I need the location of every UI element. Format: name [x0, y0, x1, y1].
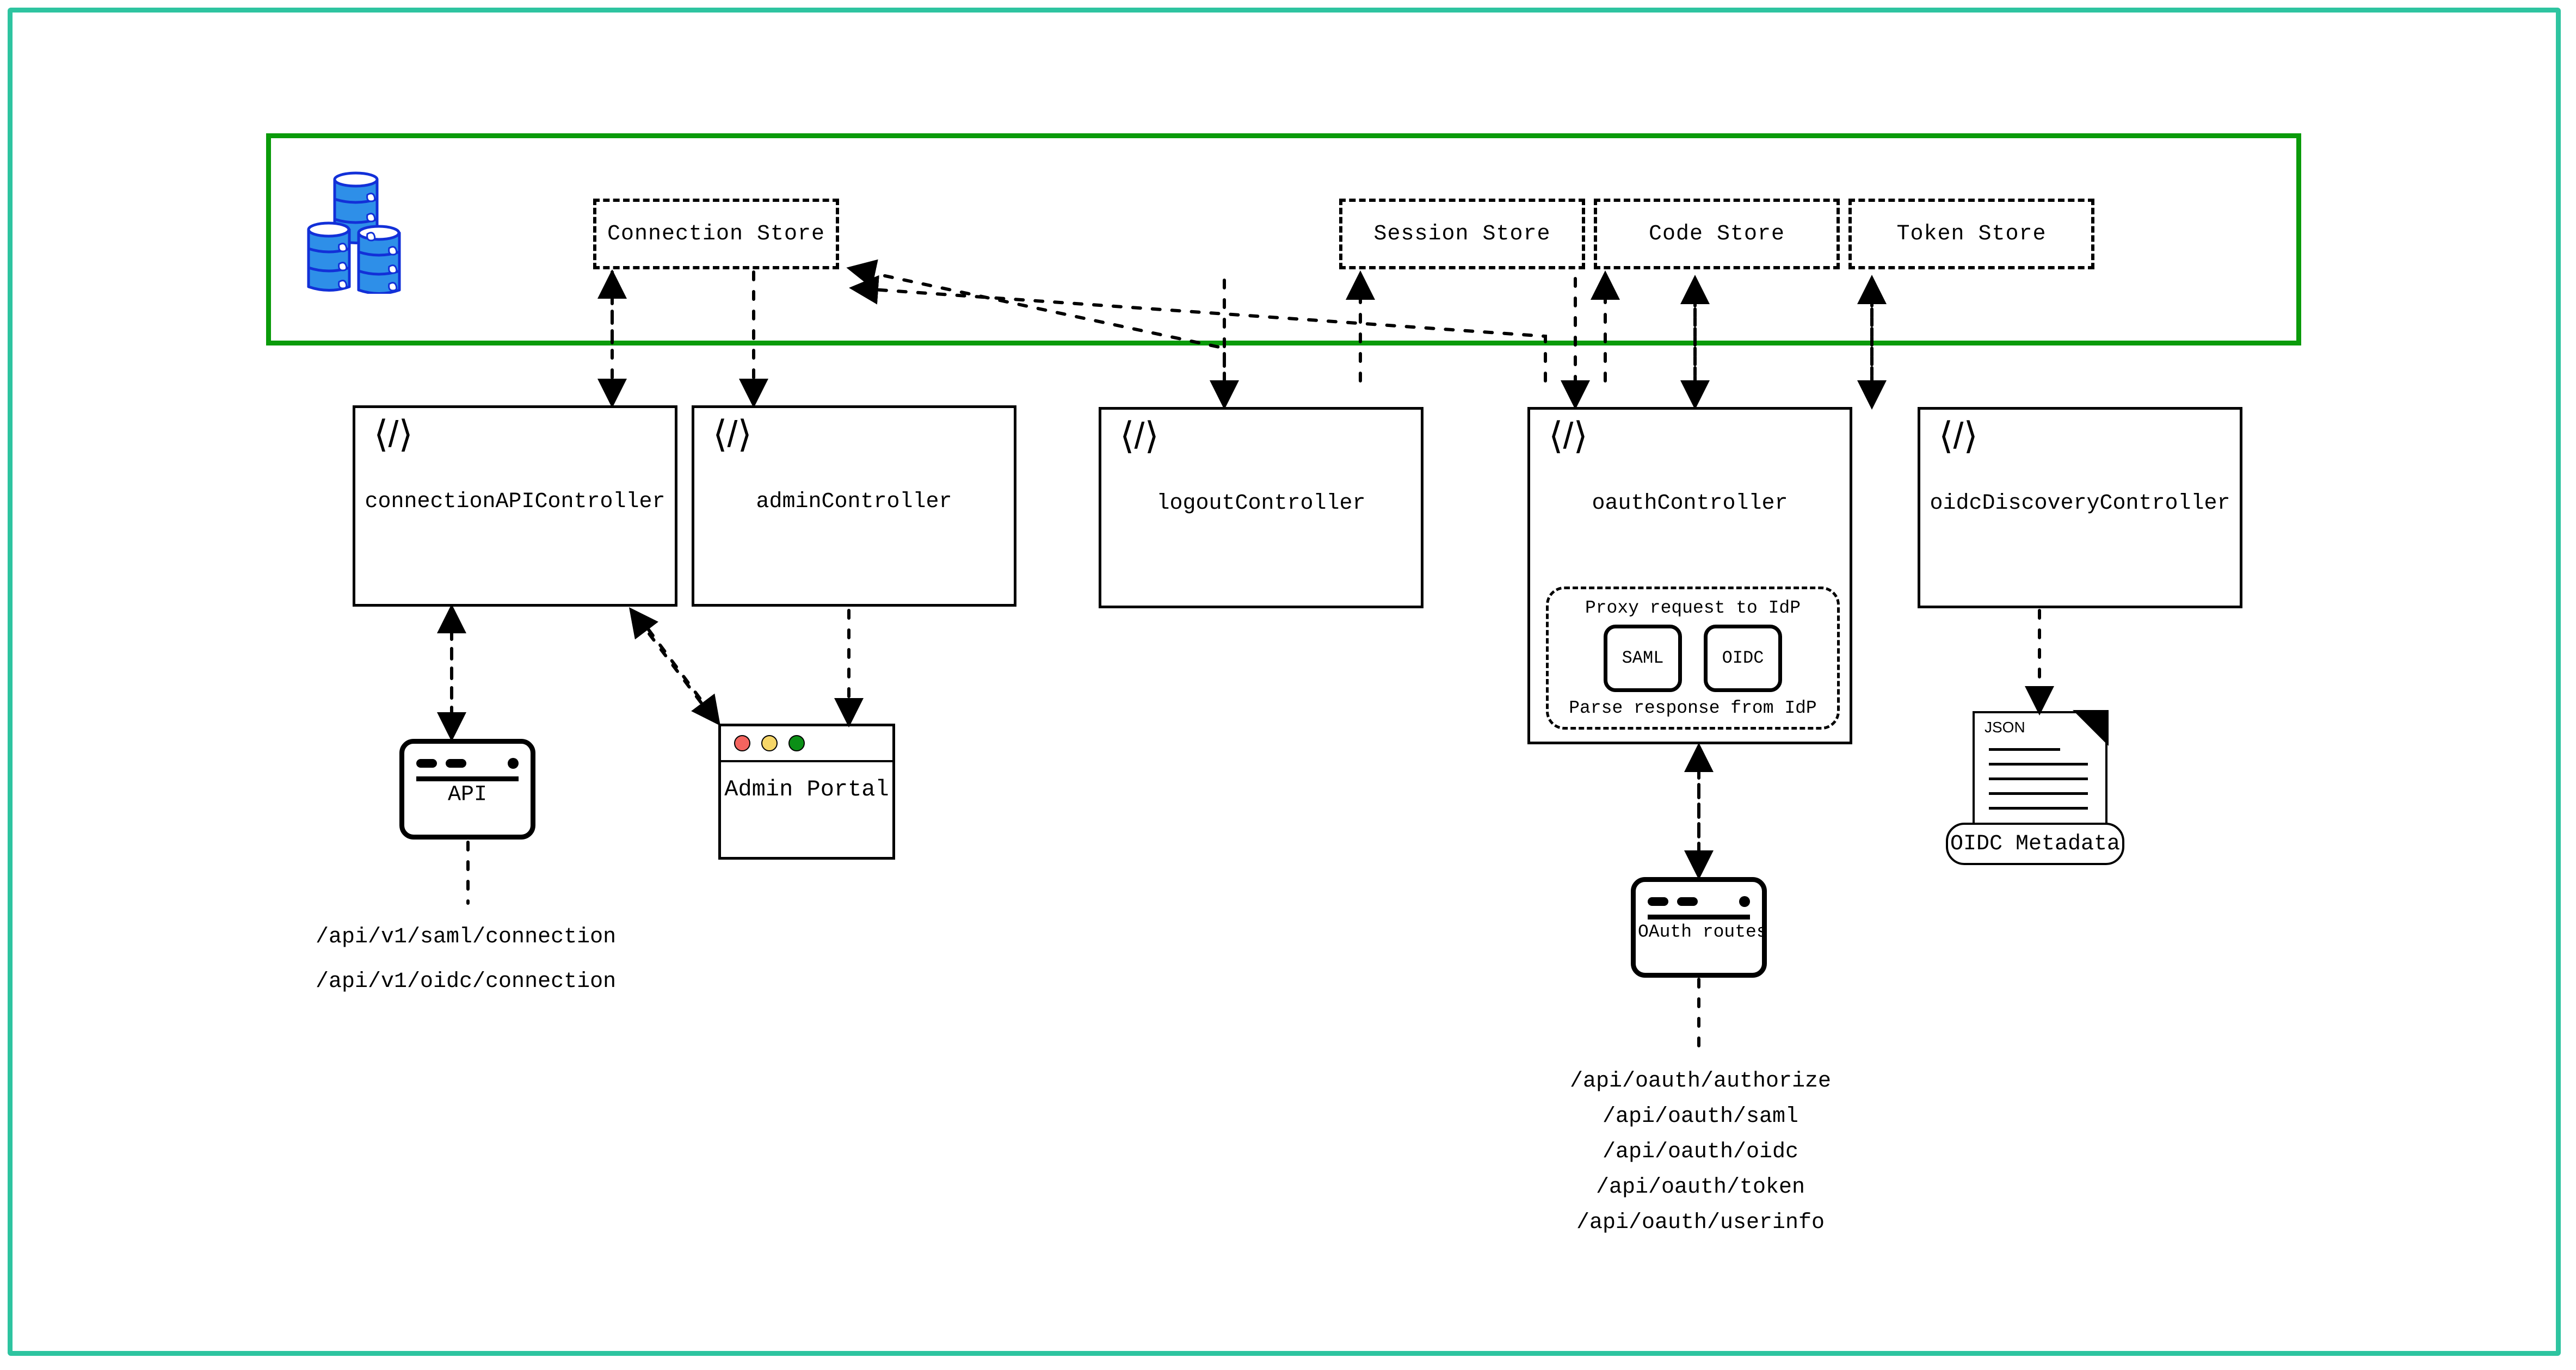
route-item: /api/oauth/userinfo: [1576, 1211, 1825, 1235]
json-file-type-label: JSON: [1985, 719, 2025, 736]
session-store[interactable]: Session Store: [1339, 199, 1585, 269]
controller-connection-api[interactable]: ⟨/⟩ connectionAPIController: [353, 405, 677, 607]
mac-window-icon: [721, 726, 892, 762]
api-window-label: API: [447, 782, 487, 807]
route-item: /api/oauth/saml: [1602, 1104, 1799, 1129]
connection-store[interactable]: Connection Store: [593, 199, 839, 269]
code-tags-icon: ⟨/⟩: [1549, 415, 1588, 456]
protocol-saml-label: SAML: [1622, 648, 1664, 668]
controller-connection-api-label: connectionAPIController: [365, 490, 665, 514]
session-store-label: Session Store: [1373, 221, 1551, 246]
document-text-lines: [1989, 748, 2088, 822]
route-item: /api/v1/oidc/connection: [316, 970, 617, 994]
connection-store-label: Connection Store: [607, 221, 825, 246]
protocol-oidc-button[interactable]: OIDC: [1704, 624, 1782, 692]
code-store-label: Code Store: [1648, 221, 1785, 246]
code-tags-icon: ⟨/⟩: [1120, 415, 1159, 456]
admin-portal-label: Admin Portal: [724, 776, 889, 803]
code-tags-icon: ⟨/⟩: [374, 414, 413, 455]
protocol-oidc-label: OIDC: [1722, 648, 1764, 668]
page-fold-corner: [2073, 710, 2109, 746]
traffic-light-close: [734, 735, 750, 751]
route-item: /api/v1/saml/connection: [316, 925, 617, 949]
idp-protocol-row: SAML OIDC: [1604, 624, 1782, 692]
browser-window-icon: [416, 755, 519, 776]
admin-portal-window[interactable]: Admin Portal: [718, 724, 895, 860]
code-tags-icon: ⟨/⟩: [713, 414, 752, 455]
traffic-light-maximize: [788, 735, 805, 751]
oauth-route-list: /api/oauth/authorize /api/oauth/saml /ap…: [1513, 1064, 1888, 1241]
controller-admin[interactable]: ⟨/⟩ adminController: [692, 405, 1016, 607]
route-item: /api/oauth/oidc: [1602, 1140, 1799, 1164]
idp-proxy-top-caption: Proxy request to IdP: [1585, 598, 1801, 618]
idp-proxy-block: Proxy request to IdP SAML OIDC Parse res…: [1546, 587, 1840, 730]
controller-oauth-label: oauthController: [1592, 491, 1788, 516]
controller-logout[interactable]: ⟨/⟩ logoutController: [1099, 407, 1423, 608]
controller-oauth[interactable]: ⟨/⟩ oauthController Proxy request to IdP…: [1527, 407, 1852, 744]
route-item: /api/oauth/token: [1595, 1175, 1805, 1200]
controller-oidc-discovery[interactable]: ⟨/⟩ oidcDiscoveryController: [1918, 407, 2242, 608]
controller-logout-label: logoutController: [1156, 491, 1366, 516]
traffic-light-minimize: [761, 735, 778, 751]
connection-api-route-list: /api/v1/saml/connection /api/v1/oidc/con…: [316, 919, 616, 999]
oidc-metadata-label: OIDC Metadata: [1950, 831, 2121, 856]
code-tags-icon: ⟨/⟩: [1939, 415, 1978, 456]
oauth-routes-label: OAuth routes: [1638, 922, 1767, 942]
controller-admin-label: adminController: [756, 490, 952, 514]
route-item: /api/oauth/authorize: [1569, 1069, 1832, 1094]
idp-parse-bottom-caption: Parse response from IdP: [1569, 698, 1817, 718]
protocol-saml-button[interactable]: SAML: [1604, 624, 1682, 692]
database-stack-icon: [302, 163, 427, 295]
token-store-label: Token Store: [1896, 221, 2047, 246]
code-store[interactable]: Code Store: [1594, 199, 1840, 269]
oidc-metadata-badge[interactable]: OIDC Metadata: [1946, 823, 2124, 865]
outer-boundary-frame: [8, 8, 2561, 1356]
browser-window-icon: [1648, 893, 1750, 915]
token-store[interactable]: Token Store: [1848, 199, 2094, 269]
api-window[interactable]: API: [399, 739, 535, 840]
oauth-routes-window[interactable]: OAuth routes: [1631, 877, 1767, 978]
controller-oidc-discovery-label: oidcDiscoveryController: [1930, 491, 2230, 516]
